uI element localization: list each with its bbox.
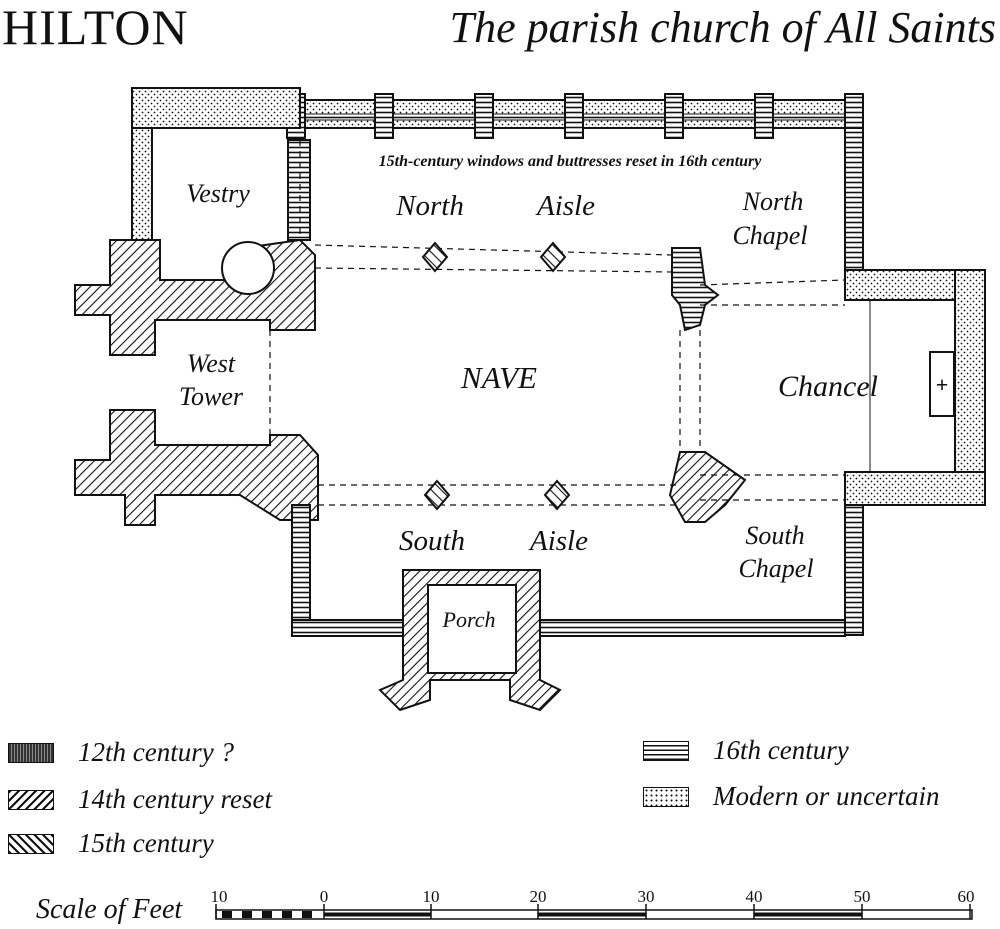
porch-label: Porch bbox=[442, 607, 496, 632]
scale-tick-label: 60 bbox=[958, 887, 975, 906]
south-chapel-label-2: Chapel bbox=[738, 554, 813, 583]
chancel-walls bbox=[844, 127, 986, 506]
legend-item-15th: 15th century bbox=[8, 828, 214, 859]
south-chapel-label-1: South bbox=[745, 521, 804, 550]
porch-walls bbox=[378, 569, 562, 712]
scale-tick-label: 0 bbox=[320, 887, 329, 906]
legend-swatch-16th bbox=[643, 740, 689, 761]
scale-tick-label: 50 bbox=[854, 887, 871, 906]
legend-swatch-14th bbox=[8, 789, 54, 810]
south-aisle-label-2: Aisle bbox=[528, 525, 588, 557]
legend-label: 14th century reset bbox=[78, 784, 272, 814]
west-tower-label-2: Tower bbox=[179, 382, 244, 411]
altar-cross: + bbox=[936, 372, 949, 397]
place-title: HILTON bbox=[2, 0, 189, 55]
legend-swatch-15th bbox=[8, 833, 54, 854]
scale-tick-label: 30 bbox=[638, 887, 655, 906]
nave-piers bbox=[421, 241, 571, 511]
legend-label: 12th century ? bbox=[78, 737, 234, 767]
legend-label: Modern or uncertain bbox=[713, 781, 940, 811]
legend-item-16th: 16th century bbox=[643, 735, 849, 766]
church-subtitle: The parish church of All Saints bbox=[449, 3, 996, 52]
scale-label: Scale of Feet bbox=[36, 894, 183, 925]
nave-south-wall bbox=[291, 494, 864, 637]
west-tower-label-1: West bbox=[187, 349, 236, 378]
vestry-walls bbox=[131, 87, 311, 284]
scale-tick-label: 10 bbox=[211, 887, 228, 906]
scale-bar: 10 0 10 20 30 40 50 60 bbox=[211, 887, 975, 920]
legend-item-14th: 14th century reset bbox=[8, 784, 272, 815]
legend-label: 15th century bbox=[78, 828, 214, 858]
scale-tick-label: 20 bbox=[530, 887, 547, 906]
north-aisle-label-2: Aisle bbox=[535, 190, 595, 222]
scale-tick-label: 10 bbox=[423, 887, 440, 906]
legend-item-12th: 12th century ? bbox=[8, 737, 234, 768]
scale-tick-label: 40 bbox=[746, 887, 763, 906]
legend-swatch-12th bbox=[8, 742, 54, 763]
arcade-lines bbox=[269, 140, 846, 506]
altar bbox=[869, 300, 955, 472]
chancel-arch-piers bbox=[668, 247, 747, 523]
legend-label: 16th century bbox=[713, 735, 849, 765]
legend-swatch-modern bbox=[643, 786, 689, 807]
north-chapel-label-1: North bbox=[742, 187, 804, 216]
vestry-label: Vestry bbox=[186, 179, 250, 208]
nave-label: NAVE bbox=[460, 360, 537, 395]
north-chapel-label-2: Chapel bbox=[732, 221, 807, 250]
north-aisle-label-1: North bbox=[395, 190, 464, 222]
south-aisle-label-1: South bbox=[399, 525, 465, 557]
chancel-label: Chancel bbox=[778, 370, 878, 403]
legend-item-modern: Modern or uncertain bbox=[643, 781, 939, 812]
west-tower-walls bbox=[74, 238, 319, 526]
windows-note: 15th-century windows and buttresses rese… bbox=[379, 153, 763, 170]
